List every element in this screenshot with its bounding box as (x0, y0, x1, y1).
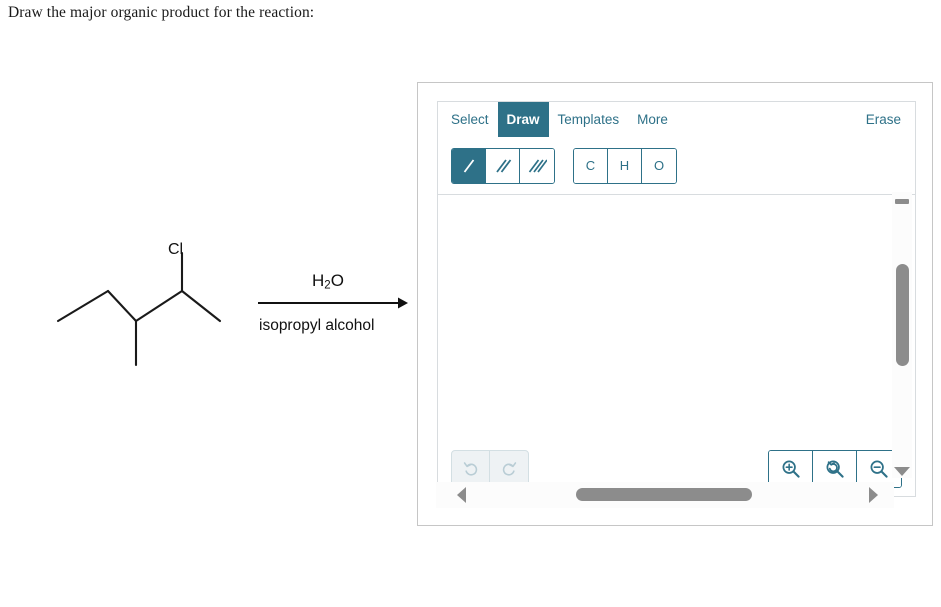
drawing-canvas[interactable] (437, 195, 916, 497)
atom-label-oxygen: O (653, 158, 665, 173)
tab-templates[interactable]: Templates (557, 112, 620, 127)
sketcher-toolrow: C H O (437, 137, 916, 195)
zoom-out-icon (870, 460, 888, 478)
chevron-down-icon (894, 466, 910, 476)
erase-button[interactable]: Erase (865, 112, 901, 127)
atom-button-hydrogen[interactable]: H (608, 148, 642, 183)
atom-button-carbon[interactable]: C (574, 148, 608, 183)
reaction-scheme: Cl H2O isopropyl alcohol (30, 225, 420, 385)
atom-label-hydrogen: H (619, 158, 630, 173)
zoom-in-icon (782, 460, 800, 478)
chlorine-label: Cl (168, 241, 184, 258)
zoom-button-group (768, 450, 902, 488)
canvas-bottom-controls (438, 450, 915, 488)
reagent-above-arrow: H2O (312, 271, 344, 292)
zoom-reset-button[interactable] (813, 451, 857, 487)
zoom-reset-icon (826, 460, 844, 478)
scroll-down-button[interactable] (892, 464, 912, 478)
undo-button[interactable] (452, 451, 490, 487)
double-bond-icon (495, 158, 511, 173)
bond-c1-c2 (56, 289, 110, 323)
reagent-water-subscript: 2 (324, 279, 331, 292)
scroll-right-button[interactable] (860, 482, 886, 508)
atom-button-oxygen[interactable]: O (642, 148, 676, 183)
chevron-left-icon (456, 487, 466, 503)
tab-draw[interactable]: Draw (497, 102, 549, 137)
single-bond-button[interactable] (452, 148, 486, 183)
bond-c2-c3 (106, 289, 138, 323)
undo-icon (463, 462, 477, 476)
bond-tool-group (451, 147, 555, 184)
reactant-structure (56, 251, 222, 367)
vertical-scrollbar-thumb[interactable] (896, 264, 909, 366)
atom-tool-group: C H O (573, 147, 677, 184)
chevron-right-icon (868, 487, 878, 503)
solvent-below-arrow: isopropyl alcohol (259, 317, 375, 334)
history-button-group (451, 450, 529, 488)
atom-label-carbon: C (585, 158, 596, 173)
single-bond-icon (463, 158, 474, 173)
zoom-in-button[interactable] (769, 451, 813, 487)
horizontal-scrollbar-thumb[interactable] (576, 488, 752, 501)
horizontal-scrollbar[interactable] (436, 482, 894, 508)
chevron-up-icon (895, 198, 909, 204)
scroll-left-button[interactable] (448, 482, 474, 508)
tab-select[interactable]: Select (451, 112, 489, 127)
tab-more[interactable]: More (637, 112, 668, 127)
bond-c4-c5 (180, 289, 222, 323)
reaction-arrow-icon (258, 297, 408, 309)
vertical-scrollbar[interactable] (892, 192, 912, 478)
redo-button[interactable] (490, 451, 528, 487)
sketcher-editor-panel: Select Draw Templates More Erase (437, 101, 916, 497)
scroll-up-button[interactable] (892, 194, 912, 208)
reagent-water-h: H (312, 271, 325, 290)
sketcher-tabs: Select Draw Templates More (438, 102, 915, 137)
page-title: Draw the major organic product for the r… (8, 4, 315, 21)
molecule-sketcher-frame: Select Draw Templates More Erase (417, 82, 933, 526)
redo-icon (502, 462, 517, 476)
double-bond-button[interactable] (486, 148, 520, 183)
reagent-water-o: O (330, 271, 344, 290)
bond-c3-c4 (134, 289, 184, 323)
triple-bond-button[interactable] (520, 148, 554, 183)
sketcher-tabbar: Select Draw Templates More Erase (437, 101, 916, 137)
triple-bond-icon (528, 158, 547, 173)
